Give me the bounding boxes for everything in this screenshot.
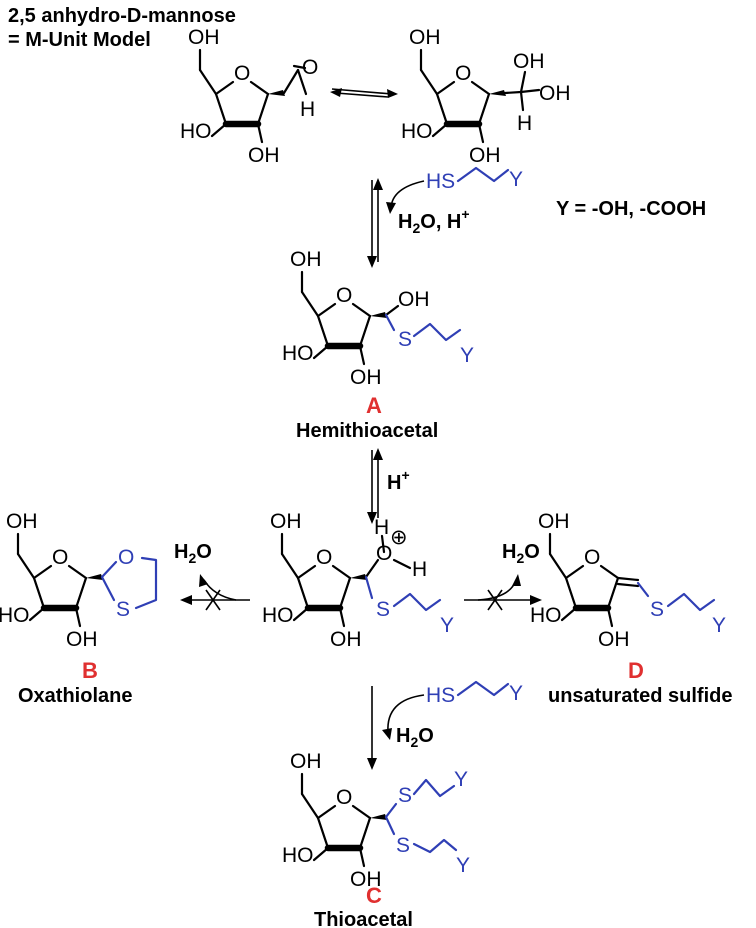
label-c: C: [366, 883, 382, 908]
c2-hydroxyl: OH: [350, 366, 382, 389]
gem-diol-oh-1: OH: [513, 50, 545, 73]
name-hemithioacetal: Hemithioacetal: [296, 420, 438, 442]
c2-hydroxyl: OH: [350, 868, 382, 891]
label-d: D: [628, 658, 644, 683]
title-line-2: = M-Unit Model: [8, 29, 151, 51]
oxonium-oxygen: O: [376, 542, 392, 565]
hydroxymethyl-oh: OH: [290, 750, 322, 773]
chain-y: Y: [712, 614, 726, 637]
thiol-y: Y: [509, 168, 523, 191]
name-oxathiolane: Oxathiolane: [18, 685, 132, 707]
thiol-reagent-1: HS Y: [426, 166, 523, 193]
c3-hydroxyl: HO: [262, 604, 294, 627]
oxonium-intermediate: O OH HO OH O H H ⊕ S Y: [262, 510, 454, 651]
thioether-s-bottom: S: [396, 834, 410, 857]
ring-oxygen: O: [234, 62, 250, 85]
equilibrium-arrow-top: [330, 88, 398, 98]
title-line-1: 2,5 anhydro-D-mannose: [8, 5, 236, 27]
c3-hydroxyl: HO: [0, 604, 30, 627]
compound-d-unsaturated-sulfide: O OH HO OH S Y: [530, 510, 726, 651]
oxathiolane-oxygen: O: [118, 546, 134, 569]
label-a: A: [366, 393, 382, 418]
aldehyde-oxygen: O: [302, 56, 318, 79]
mannose-aldehyde: O OH HO OH O H: [180, 26, 318, 167]
ring-oxygen: O: [316, 546, 332, 569]
thiol-y: Y: [509, 682, 523, 705]
arrow-to-c: [367, 686, 425, 770]
compound-b-oxathiolane: O OH HO OH O S: [0, 510, 158, 651]
thiol-hs: HS: [426, 684, 455, 707]
hydroxymethyl-oh: OH: [6, 510, 38, 533]
thioether-s: S: [376, 598, 390, 621]
c3-hydroxyl: HO: [282, 844, 314, 867]
aldehyde-hydrogen: H: [300, 98, 315, 121]
equilibrium-arrow-1: [367, 178, 425, 268]
thiol-hs: HS: [426, 170, 455, 193]
chain-y: Y: [440, 614, 454, 637]
mannose-hydrate: O OH HO OH OH OH H: [401, 26, 571, 167]
hydroxymethyl-oh: OH: [188, 26, 220, 49]
c2-hydroxyl: OH: [598, 628, 630, 651]
anomeric-oh: OH: [398, 288, 430, 311]
hydroxymethyl-oh: OH: [270, 510, 302, 533]
oxonium-h-top: H: [374, 516, 389, 539]
positive-charge: ⊕: [390, 526, 408, 549]
chain-y: Y: [460, 344, 474, 367]
blocked-arrow-to-b: [180, 574, 250, 611]
chain-y-top: Y: [454, 768, 468, 791]
equilibrium-arrow-2: [367, 448, 383, 524]
c2-hydroxyl: OH: [469, 144, 501, 167]
blocked-arrow-to-d: [464, 574, 542, 611]
vinyl-sulfur: S: [650, 598, 664, 621]
oxonium-h-right: H: [412, 558, 427, 581]
c3-hydroxyl: HO: [180, 120, 212, 143]
y-definition: Y = -OH, -COOH: [556, 198, 706, 220]
c2-hydroxyl: OH: [248, 144, 280, 167]
c3-hydroxyl: HO: [401, 120, 433, 143]
thioether-s-top: S: [398, 784, 412, 807]
water-label-b: H2O: [174, 541, 212, 566]
thioether-s: S: [398, 328, 412, 351]
ring-oxygen: O: [455, 62, 471, 85]
oxathiolane-sulfur: S: [116, 598, 130, 621]
hydrate-hydrogen: H: [517, 112, 532, 135]
ring-oxygen: O: [336, 786, 352, 809]
conditions-1: H2O, H+: [398, 206, 470, 236]
water-label-1: H2O, H+: [398, 206, 470, 236]
label-b: B: [82, 658, 98, 683]
c2-hydroxyl: OH: [330, 628, 362, 651]
ring-oxygen: O: [336, 284, 352, 307]
c2-hydroxyl: OH: [66, 628, 98, 651]
c3-hydroxyl: HO: [282, 342, 314, 365]
hydroxymethyl-oh: OH: [409, 26, 441, 49]
chain-y-bottom: Y: [456, 854, 470, 877]
name-unsaturated-sulfide: unsaturated sulfide: [548, 685, 732, 707]
compound-c-thioacetal: O OH HO OH S S Y Y: [282, 750, 470, 891]
ring-oxygen: O: [584, 546, 600, 569]
water-label-c: H2O: [396, 725, 434, 750]
hydroxymethyl-oh: OH: [290, 248, 322, 271]
water-label-d: H2O: [502, 541, 540, 566]
name-thioacetal: Thioacetal: [314, 909, 413, 928]
proton-label: H+: [387, 467, 410, 494]
thiol-reagent-2: HS Y: [426, 680, 523, 707]
c3-hydroxyl: HO: [530, 604, 562, 627]
hydroxymethyl-oh: OH: [538, 510, 570, 533]
compound-a-hemithioacetal: O OH HO OH OH S Y: [282, 248, 474, 389]
ring-oxygen: O: [52, 546, 68, 569]
gem-diol-oh-2: OH: [539, 82, 571, 105]
